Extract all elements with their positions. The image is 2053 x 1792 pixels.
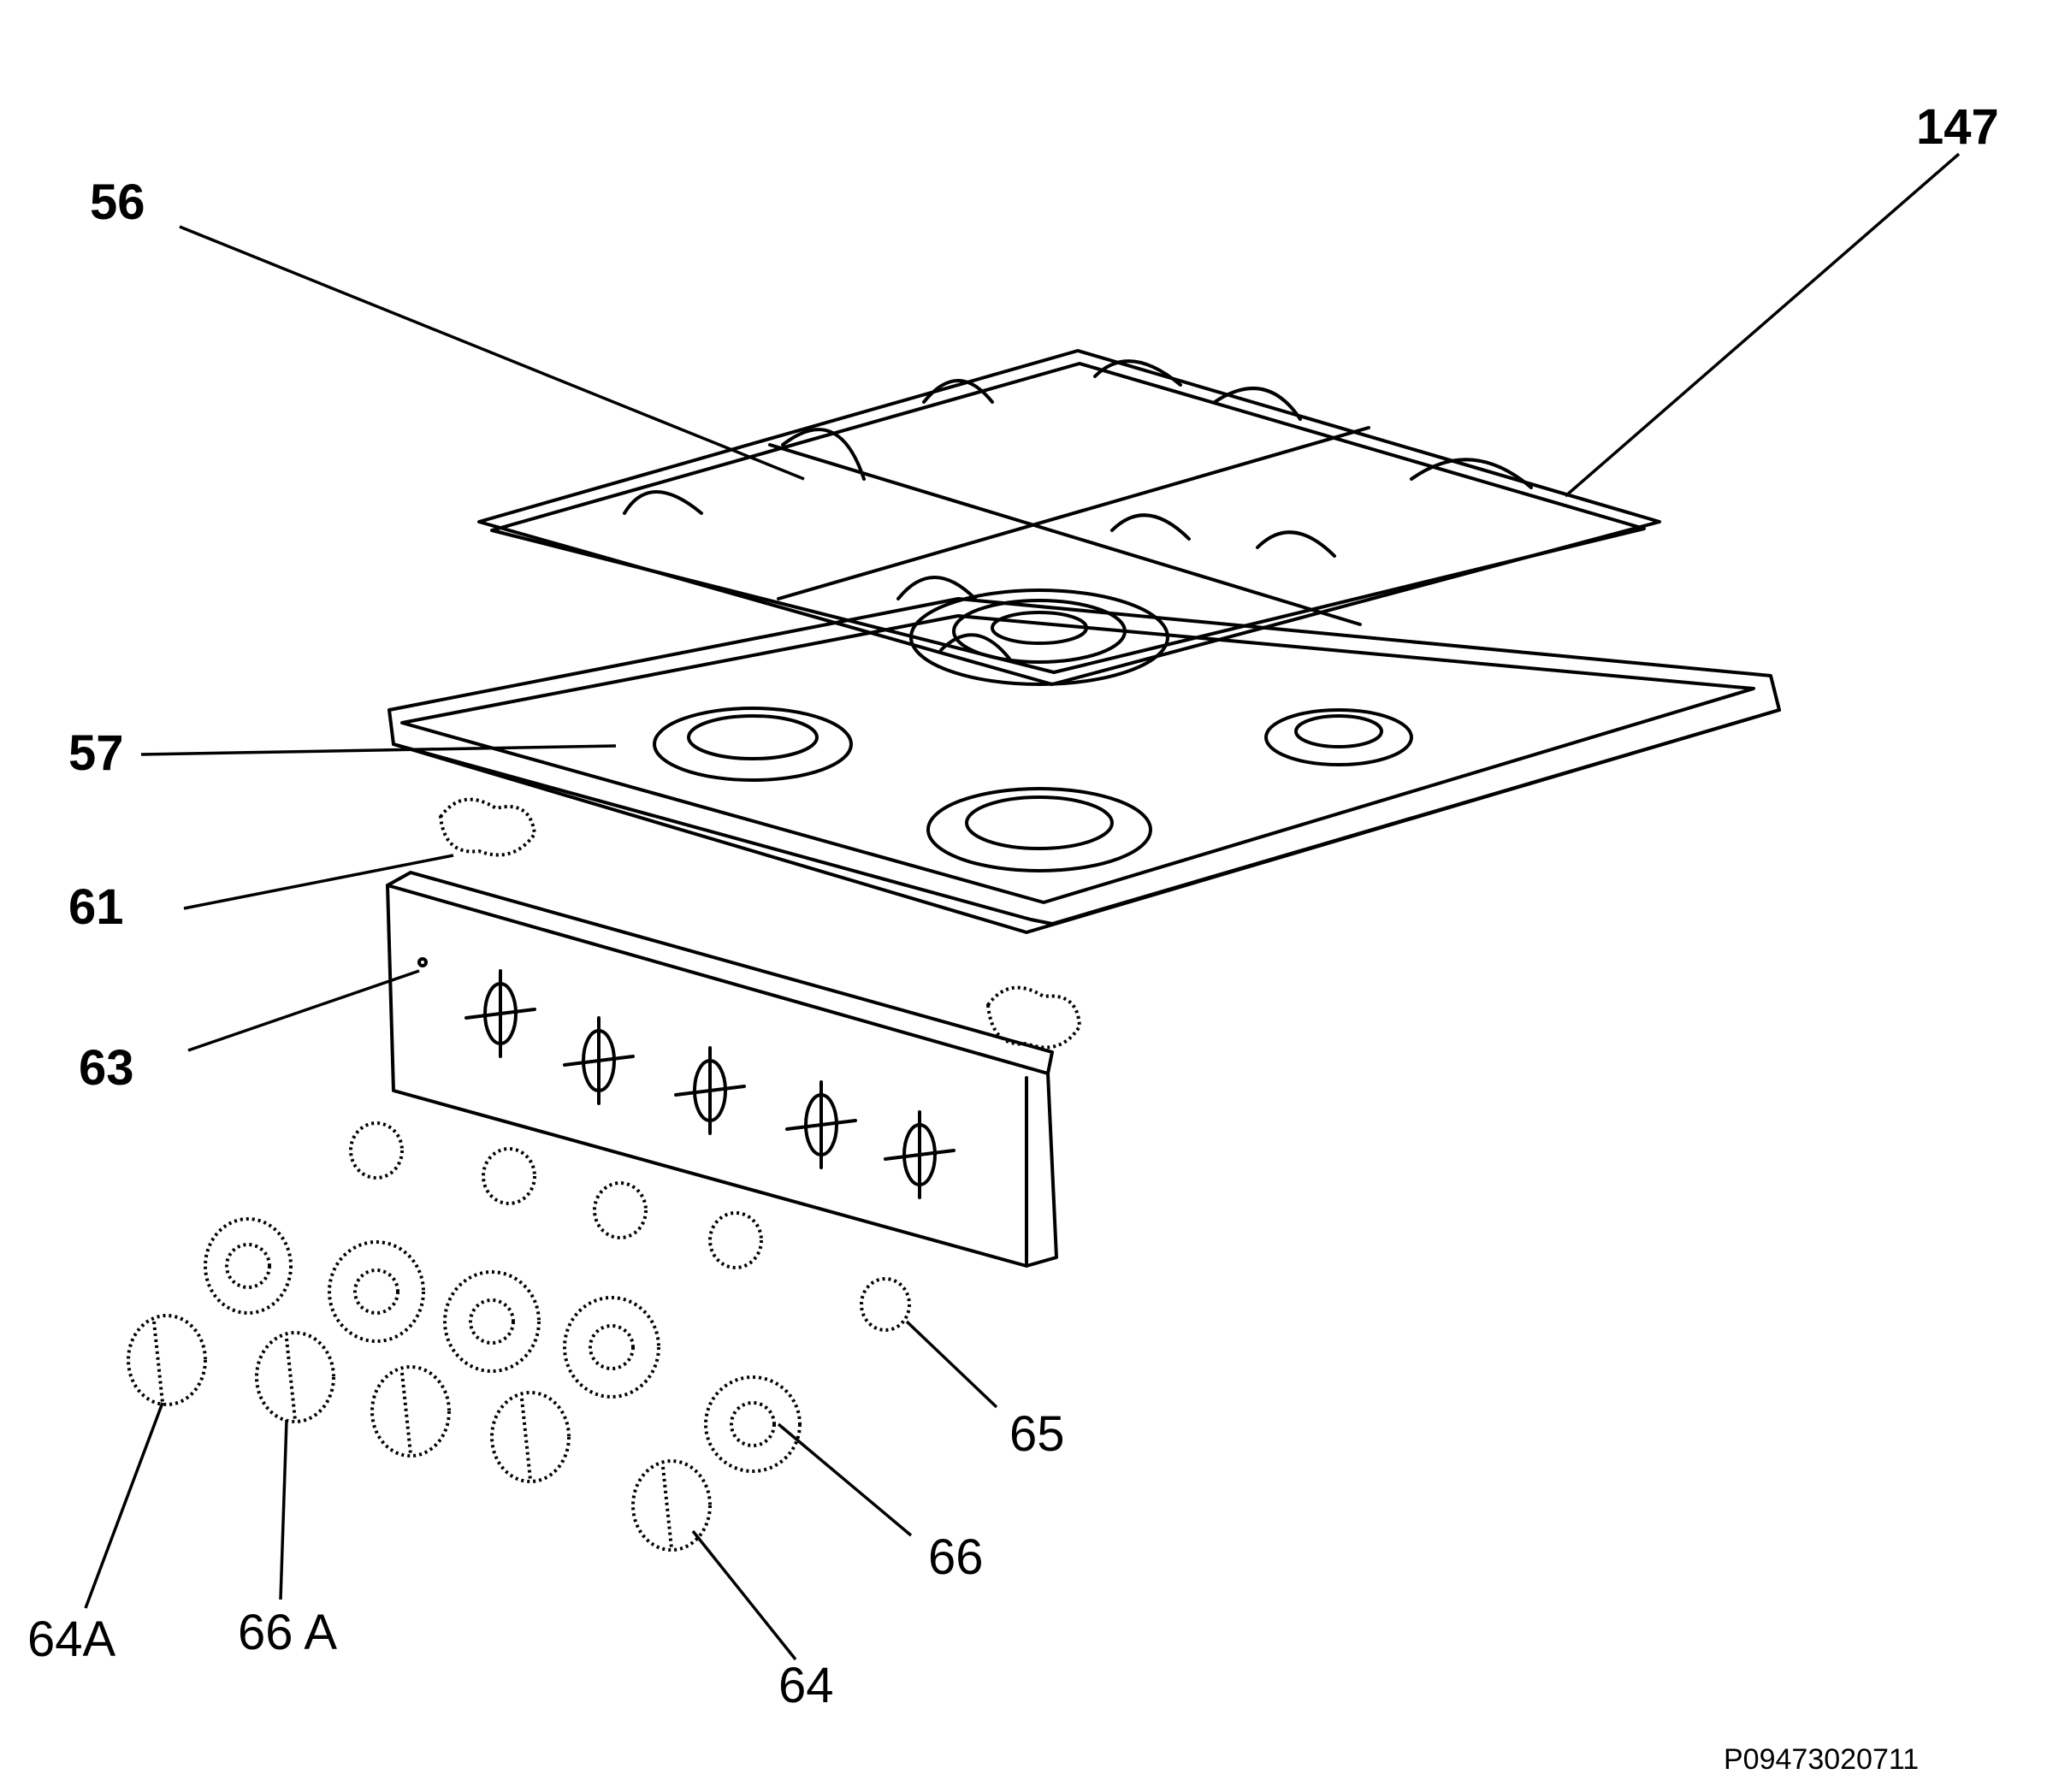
knob-bezels <box>204 1217 802 1473</box>
drawing-code: P09473020711 <box>1724 1743 1920 1776</box>
hob-top-tray <box>388 597 1781 934</box>
label-63: 63 <box>79 1040 134 1096</box>
label-147: 147 <box>1916 99 1999 155</box>
control-panel <box>386 871 1058 1268</box>
knob-springs <box>349 1121 911 1332</box>
hinge-clips <box>438 797 1082 1050</box>
label-64a: 64A <box>27 1612 116 1667</box>
pan-support-grid <box>477 349 1661 686</box>
label-61: 61 <box>68 879 124 935</box>
label-65: 65 <box>1009 1406 1065 1462</box>
label-66a: 66 A <box>238 1605 338 1660</box>
label-64: 64 <box>778 1658 834 1713</box>
control-knobs <box>127 1314 712 1552</box>
label-66: 66 <box>928 1529 984 1585</box>
burners <box>653 588 1413 872</box>
leader-lines <box>84 152 1961 1661</box>
label-56: 56 <box>90 174 145 230</box>
label-57: 57 <box>68 725 124 781</box>
panel-knob-symbols <box>464 969 956 1199</box>
